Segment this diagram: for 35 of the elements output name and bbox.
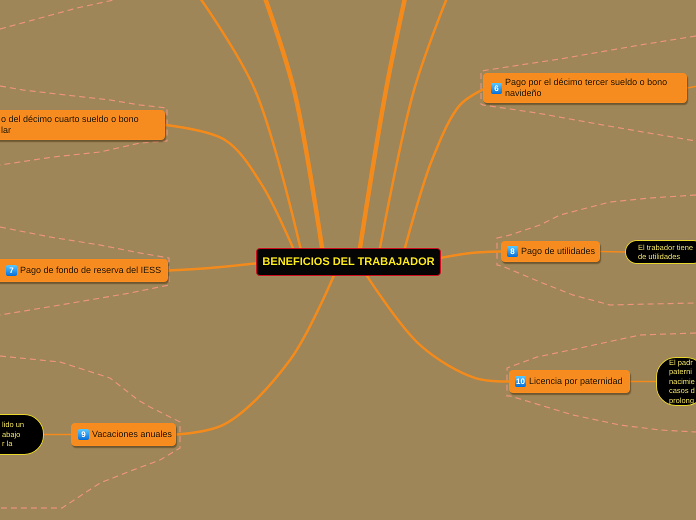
branch-box [0,259,168,282]
branch-box [0,110,165,140]
branch-box [501,241,600,262]
number-badge: 8 [507,246,518,257]
branch-box [509,370,630,393]
branch-box [483,73,687,103]
connector-line [174,274,335,436]
connector-line [262,0,324,250]
connector-line [366,274,510,383]
connector-line [166,262,258,272]
branch-label: Vacaciones anuales [92,429,172,440]
connector-line [164,124,294,250]
branch-label: o del décimo cuarto sueldo o bono lar [1,114,139,136]
note-bubble [656,357,696,406]
connector-line [378,0,448,250]
number-badge: 9 [78,429,89,440]
note-bubble [625,240,696,264]
connector-line [599,250,626,253]
number-badge: 7 [6,265,17,276]
number-badge: 10 [515,376,526,387]
connector-line [404,88,484,250]
topic-title: BENEFICIOS DEL TRABAJADOR [262,256,435,268]
connector-line [198,0,302,250]
connector-line [686,85,696,89]
branch-label: Pago de utilidades [521,246,596,257]
branch-label: Pago por el décimo tercer sueldo o bono navideño [505,77,668,99]
branch-box [71,423,176,446]
connector-line [358,0,408,250]
connector-line [440,250,502,260]
connector-line [629,380,657,382]
connector-line [43,434,72,436]
branch-label: Pago de fondo de reserva del IESS [20,265,162,276]
central-topic-box [256,248,441,276]
branch-label: Licencia por paternidad [529,376,623,387]
number-badge: 6 [491,82,502,94]
